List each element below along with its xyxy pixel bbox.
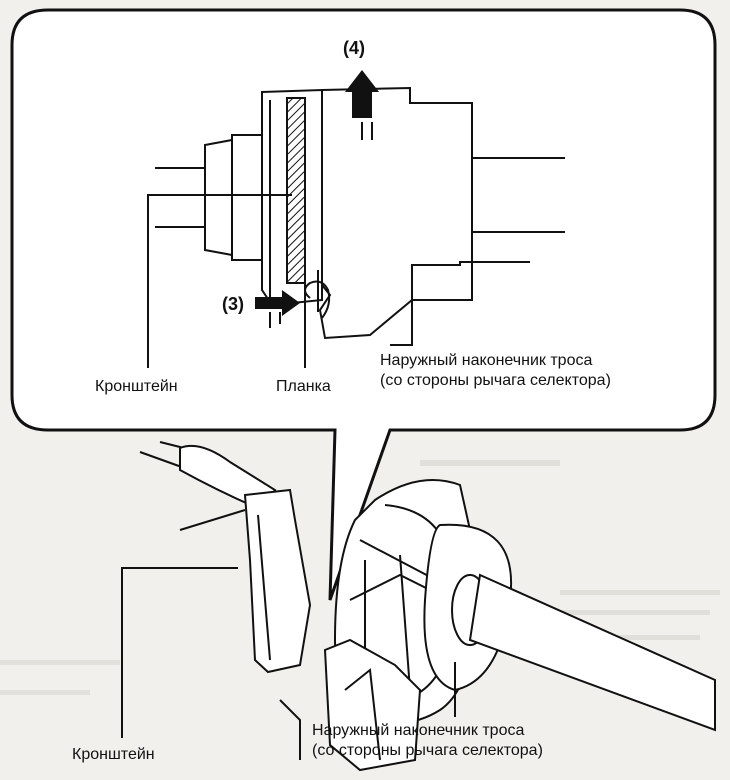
main-assembly-drawing xyxy=(121,441,716,772)
step-4-label: (4) xyxy=(343,38,365,58)
callout-detail-drawing xyxy=(147,70,565,368)
callout-bracket-label: Кронштейн xyxy=(95,378,178,395)
arrow-up-icon xyxy=(345,70,379,118)
main-outer-end-label-line2: (со стороны рычага селектора) xyxy=(312,742,543,759)
arrow-right-icon xyxy=(255,290,300,316)
step-3-label: (3) xyxy=(222,294,244,314)
callout-outer-end-label-line1: Наружный наконечник троса xyxy=(380,352,593,369)
callout-plate-label: Планка xyxy=(276,378,331,395)
main-bracket-label: Кронштейн xyxy=(72,746,155,763)
callout-outer-end-label-line2: (со стороны рычага селектора) xyxy=(380,372,611,389)
main-outer-end-label-line1: Наружный наконечник троса xyxy=(312,722,525,739)
plate-hatched xyxy=(286,97,306,284)
